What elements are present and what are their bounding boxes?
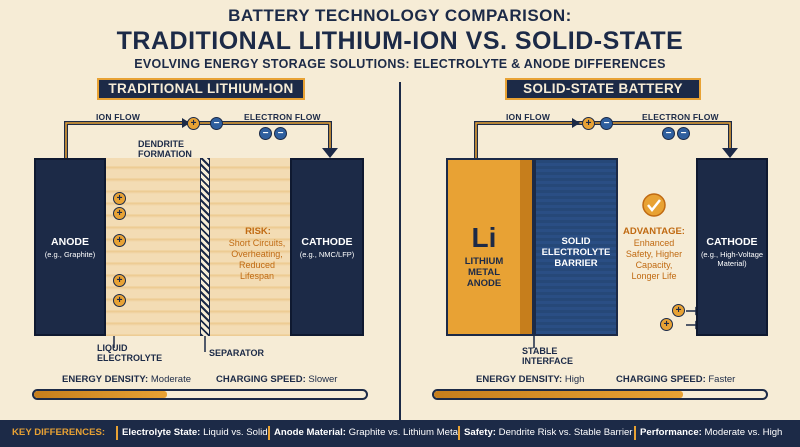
ion-positive-icon: + xyxy=(113,294,126,307)
footer-divider xyxy=(268,426,270,440)
left-performance-fill xyxy=(34,391,167,398)
electron-negative-icon: − xyxy=(662,127,675,140)
lithium-metal-anode xyxy=(446,158,534,336)
right-electron-flow-label: ELECTRON FLOW xyxy=(642,112,719,122)
ion-positive-icon: + xyxy=(113,274,126,287)
liquid-electrolyte-region xyxy=(104,158,290,336)
right-panel-heading: SOLID-STATE BATTERY xyxy=(505,78,701,100)
cathode-label: CATHODE (e.g., NMC/LFP) xyxy=(299,236,355,259)
left-electron-flow-label: ELECTRON FLOW xyxy=(244,112,321,122)
subtitle: EVOLVING ENERGY STORAGE SOLUTIONS: ELECT… xyxy=(134,57,666,71)
right-ion-flow-label: ION FLOW xyxy=(506,112,551,122)
risk-title: RISK: xyxy=(245,226,271,237)
right-performance-bar xyxy=(432,389,768,400)
left-ion-flow-label: ION FLOW xyxy=(96,112,141,122)
right-performance-fill xyxy=(434,391,683,398)
ion-positive-icon: + xyxy=(113,207,126,220)
footer-divider xyxy=(458,426,460,440)
electron-negative-icon: − xyxy=(600,117,613,130)
title-line-2: TRADITIONAL LITHIUM-ION VS. SOLID-STATE xyxy=(116,27,684,55)
anode-label: ANODE (e.g., Graphite) xyxy=(44,236,96,259)
ion-positive-icon: + xyxy=(672,304,685,317)
advantage-title: ADVANTAGE: xyxy=(623,226,685,237)
electron-negative-icon: − xyxy=(274,127,287,140)
ion-positive-icon: + xyxy=(113,234,126,247)
lithium-symbol: Li xyxy=(471,222,497,253)
center-divider xyxy=(399,82,401,422)
right-energy-density: ENERGY DENSITY: High xyxy=(476,374,585,385)
anode-block xyxy=(34,158,106,336)
ion-positive-icon: + xyxy=(187,117,200,130)
left-energy-density: ENERGY DENSITY: Moderate xyxy=(62,374,192,385)
key-differences-footer xyxy=(0,420,800,447)
ion-positive-icon: + xyxy=(113,192,126,205)
right-charging-speed: CHARGING SPEED: Faster xyxy=(616,374,736,385)
left-performance-bar xyxy=(32,389,368,400)
solid-electrolyte-barrier xyxy=(534,158,618,336)
right-cathode-label: CATHODE (e.g., High-Voltage Material) xyxy=(700,236,764,268)
electron-negative-icon: − xyxy=(259,127,272,140)
separator-label: SEPARATOR xyxy=(209,348,265,358)
separator-membrane xyxy=(200,158,210,336)
checkmark-icon xyxy=(642,193,666,217)
cathode-block xyxy=(290,158,364,336)
key-differences-label: KEY DIFFERENCES: xyxy=(12,427,106,438)
cathode-block-right xyxy=(696,158,768,336)
footer-item-electrolyte: Electrolyte State: Liquid vs. Solid xyxy=(122,427,268,438)
left-wire-arrow-icon xyxy=(322,148,338,158)
footer-divider xyxy=(634,426,636,440)
electron-negative-icon: − xyxy=(210,117,223,130)
title-line-1: BATTERY TECHNOLOGY COMPARISON: xyxy=(228,6,572,25)
footer-item-safety: Safety: Dendrite Risk vs. Stable Barrier xyxy=(464,427,633,438)
left-charging-speed: CHARGING SPEED: Slower xyxy=(216,374,338,385)
ion-positive-icon: + xyxy=(660,318,673,331)
footer-item-performance: Performance: Moderate vs. High xyxy=(640,427,783,438)
electron-negative-icon: − xyxy=(677,127,690,140)
footer-divider xyxy=(116,426,118,440)
right-wire-arrow-icon xyxy=(722,148,738,158)
left-panel-heading: TRADITIONAL LITHIUM-ION xyxy=(97,78,305,100)
anode-shading xyxy=(520,160,532,334)
footer-item-anode: Anode Material: Graphite vs. Lithium Met… xyxy=(274,427,461,438)
ion-positive-icon: + xyxy=(582,117,595,130)
